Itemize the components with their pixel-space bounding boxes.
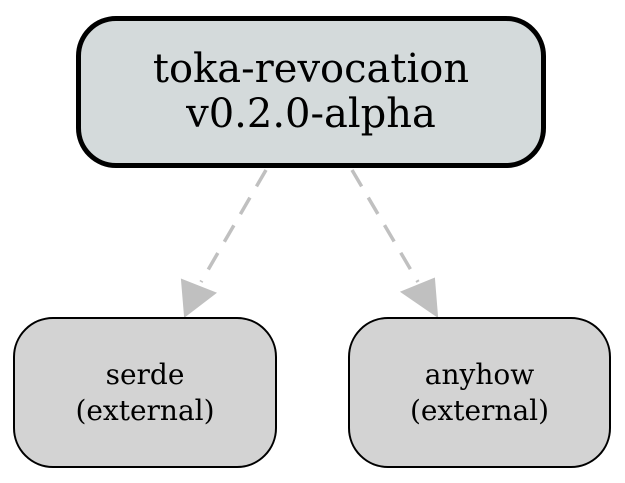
- dependency-name: anyhow: [424, 357, 535, 391]
- dependency-name: serde: [105, 357, 185, 391]
- edge-line-serde: [199, 169, 268, 283]
- arrowhead-serde: [180, 278, 218, 318]
- dependency-kind: (external): [75, 393, 215, 427]
- dependency-kind: (external): [409, 393, 550, 427]
- root-crate-version: v0.2.0-alpha: [186, 91, 436, 137]
- edge-line-anyhow: [350, 169, 420, 283]
- root-crate-name: toka-revocation: [152, 46, 470, 93]
- edge-to-anyhow: [350, 169, 439, 319]
- edge-to-serde: [180, 169, 268, 318]
- root-crate-node[interactable]: toka-revocation v0.2.0-alpha: [76, 16, 546, 168]
- dependency-node-anyhow[interactable]: anyhow (external): [348, 317, 611, 468]
- arrowhead-anyhow: [399, 277, 439, 319]
- dependency-node-serde[interactable]: serde (external): [13, 317, 277, 468]
